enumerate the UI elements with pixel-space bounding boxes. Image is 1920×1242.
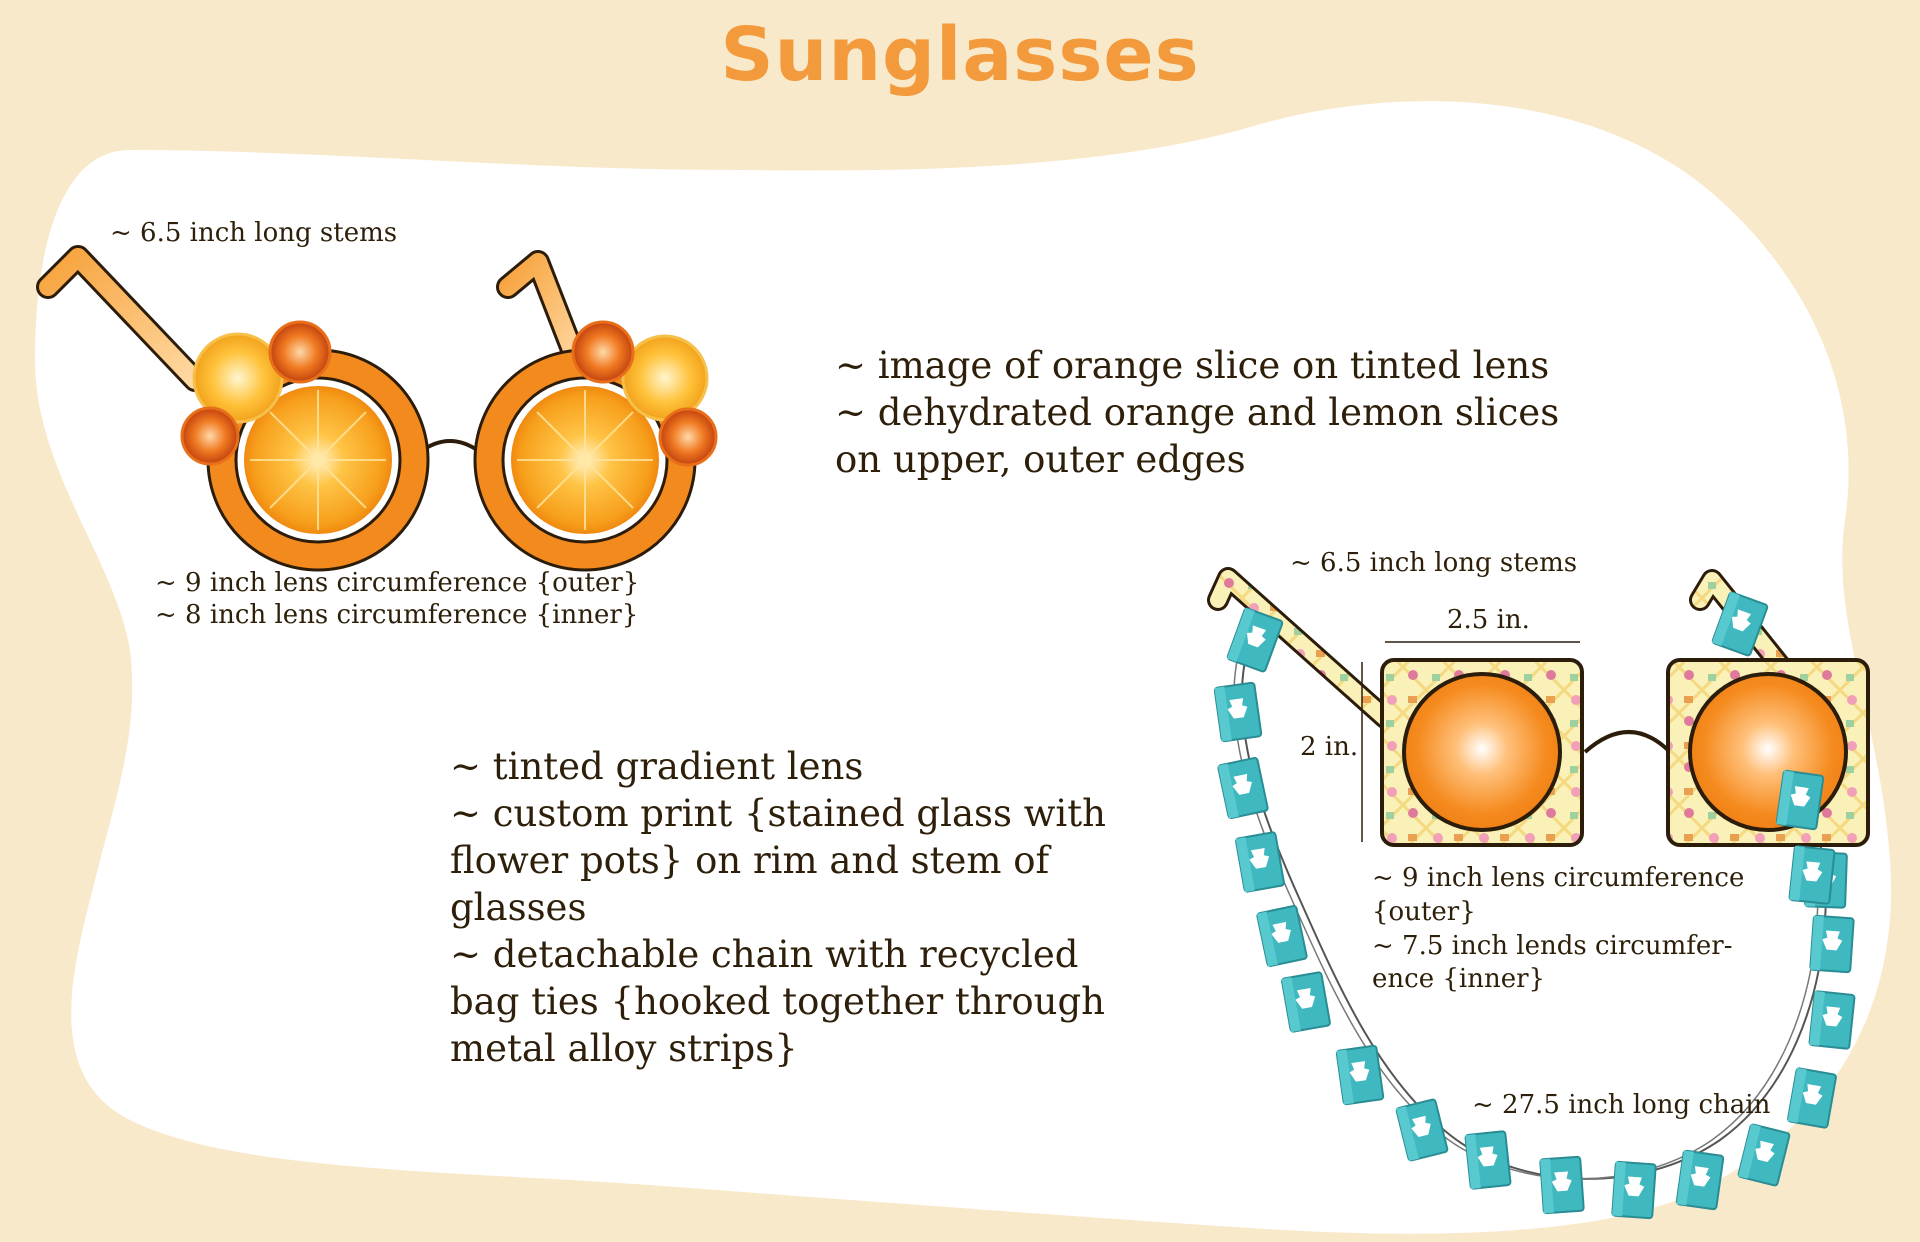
round-outer-circumference: ~ 9 inch lens circumference {outer} — [155, 568, 640, 598]
feature-line: metal alloy strips} — [450, 1026, 798, 1070]
square-inner-circumference: ~ 7.5 inch lends circumfer- — [1372, 930, 1733, 961]
feature-line: bag ties {hooked together through — [450, 979, 1105, 1023]
feature-line: on upper, outer edges — [835, 437, 1246, 481]
lens-height-label: 2 in. — [1300, 732, 1359, 762]
feature-line: ~ dehydrated orange and lemon slices — [835, 390, 1560, 434]
lens-width-label: 2.5 in. — [1447, 605, 1530, 635]
feature-line: ~ detachable chain with recycled — [450, 932, 1079, 976]
square-glasses-illustration — [1207, 567, 1870, 1220]
square-feature-list: ~ tinted gradient lens ~ custom print {s… — [450, 744, 1106, 1073]
feature-line: ~ custom print {stained glass with — [450, 791, 1106, 835]
page-title: Sunglasses — [720, 12, 1200, 98]
feature-line: ~ image of orange slice on tinted lens — [835, 344, 1550, 387]
round-circumference-labels: ~ 9 inch lens circumference {outer} ~ 8 … — [155, 568, 639, 631]
feature-line: flower pots} on rim and stem of — [450, 838, 1050, 882]
square-inner-circumference-cont: ence {inner} — [1372, 964, 1546, 995]
round-stems-label: ~ 6.5 inch long stems — [110, 218, 398, 248]
feature-line: ~ tinted gradient lens — [450, 745, 864, 788]
round-glasses-illustration — [36, 245, 718, 572]
square-stems-label: ~ 6.5 inch long stems — [1290, 548, 1578, 578]
square-outer-circumference: ~ 9 inch lens circumference — [1372, 863, 1745, 893]
round-inner-circumference: ~ 8 inch lens circumference {inner} — [155, 599, 639, 630]
feature-line: glasses — [450, 885, 587, 929]
white-card-shape — [35, 101, 1892, 1234]
chain-length-label: ~ 27.5 inch long chain — [1472, 1090, 1771, 1120]
round-feature-list: ~ image of orange slice on tinted lens ~… — [835, 343, 1559, 484]
square-circumference-labels: ~ 9 inch lens circumference {outer} ~ 7.… — [1372, 862, 1744, 997]
square-outer-circumference-cont: {outer} — [1372, 896, 1476, 927]
